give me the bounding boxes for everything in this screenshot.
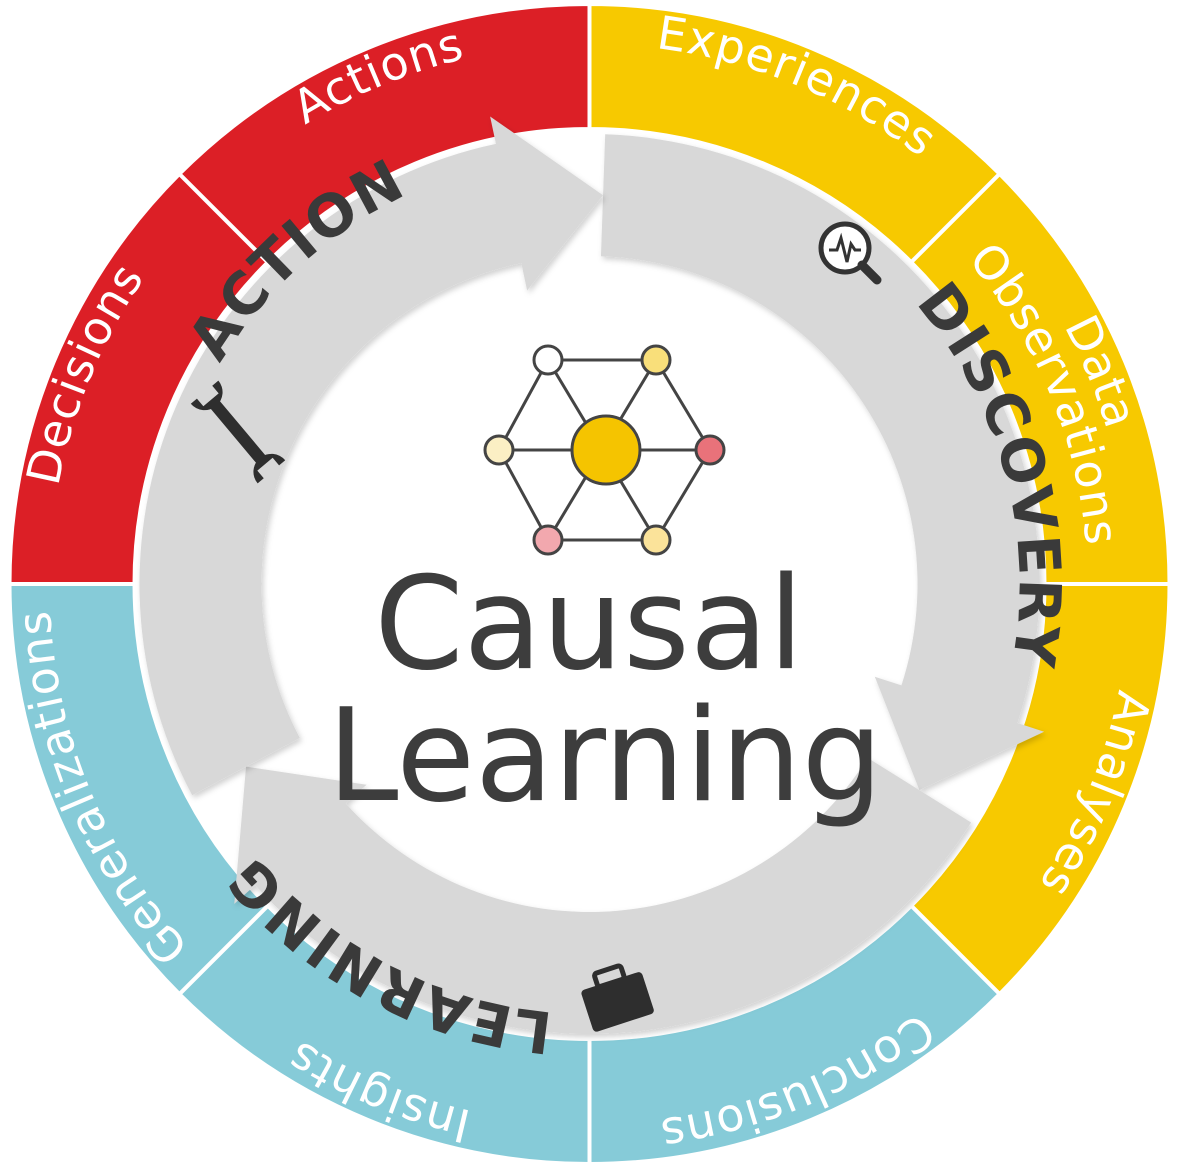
- outer-ring: [7, 1, 1172, 1167]
- ring-segment: [176, 1, 592, 266]
- graph-node: [532, 524, 564, 556]
- magnifier-pulse-icon: [818, 221, 882, 285]
- title-line-2: Learning: [327, 682, 883, 831]
- graph-node: [694, 434, 726, 466]
- phase-arrow: [139, 116, 604, 796]
- graph-center-node: [570, 414, 642, 486]
- causal-graph-icon: [483, 344, 726, 556]
- phase-arrow: [600, 134, 1045, 791]
- graph-node: [640, 524, 672, 556]
- phase-arrows: [139, 116, 1045, 1035]
- briefcase-icon: [581, 963, 654, 1032]
- graph-node: [483, 434, 515, 466]
- wrench-icon: [190, 380, 286, 484]
- graph-node: [532, 344, 564, 376]
- graph-node: [640, 344, 672, 376]
- title-line-1: Causal: [374, 550, 804, 699]
- phase-arrow: [234, 757, 972, 1035]
